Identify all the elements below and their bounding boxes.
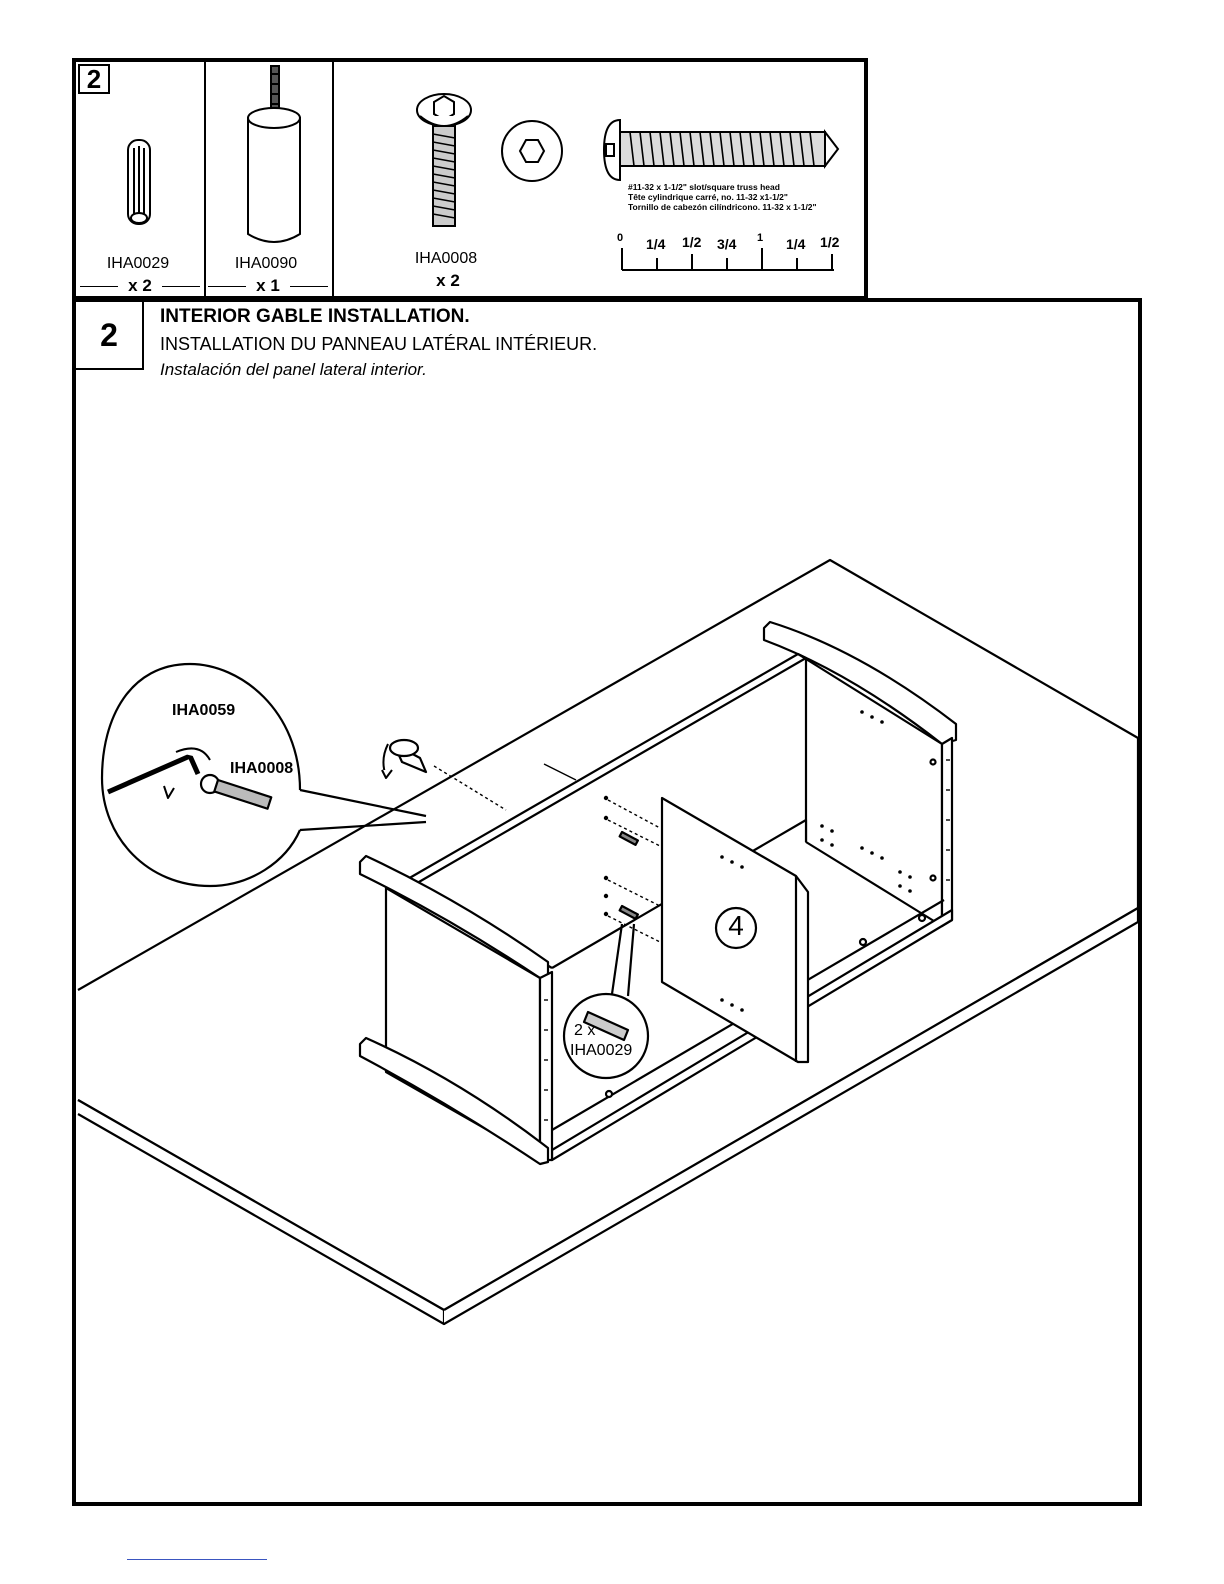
ruler-tick-label: 1/2 <box>820 234 840 250</box>
hex-head-icon <box>501 120 563 182</box>
ruler-icon <box>621 248 834 271</box>
dowel-icon <box>127 139 151 225</box>
part-code-iha0090: IHA0090 <box>234 255 298 272</box>
hardware-divider <box>204 62 206 296</box>
qty-rule <box>80 286 118 287</box>
dowel-qty-label: 2 x <box>574 1022 596 1039</box>
ruler-zero-label: 0 <box>617 232 624 244</box>
leg-insert-icon <box>381 738 428 779</box>
ruler-tick-label: 1/4 <box>646 236 666 252</box>
left-gable <box>358 854 554 1166</box>
fastener-guides <box>433 763 661 943</box>
magnifier-callout <box>100 662 427 888</box>
truss-head-line-fr: Tête cylindrique carré, no. 11-32 x1-1/2… <box>628 192 788 202</box>
panel-number-circle <box>714 906 758 950</box>
callout-screw-label: IHA0008 <box>230 760 294 777</box>
part-code-iha0008: IHA0008 <box>414 250 478 267</box>
dowel-callout <box>562 923 650 1080</box>
qty-rule <box>162 286 200 287</box>
truss-head-line-es: Tornillo de cabezón cilíndricono. 11-32 … <box>628 202 817 212</box>
right-gable <box>762 620 958 928</box>
qty-rule <box>290 286 328 287</box>
part-code-iha0029: IHA0029 <box>106 255 170 272</box>
dowel-code-label: IHA0029 <box>570 1042 633 1059</box>
truss-head-description: #11-32 x 1-1/2" slot/square truss head T… <box>628 182 817 212</box>
hardware-step-tag: 2 <box>78 64 110 94</box>
ruler-tick-label: 1 <box>757 232 764 244</box>
step-title-en: INTERIOR GABLE INSTALLATION. <box>160 306 470 327</box>
ruler-tick-label: 1/4 <box>786 236 806 252</box>
hardware-divider <box>332 62 334 296</box>
part-qty-iha0029: x 2 <box>128 276 152 295</box>
dowel-pair-icon <box>618 830 639 920</box>
step-title-fr: INSTALLATION DU PANNEAU LATÉRAL INTÉRIEU… <box>160 334 598 354</box>
part-qty-iha0008: x 2 <box>436 271 460 290</box>
step-title-es: Instalación del panel lateral interior. <box>160 360 427 379</box>
ruler-tick-label: 1/2 <box>682 234 702 250</box>
panel-number: 4 <box>728 910 744 941</box>
page-footer-rule <box>127 1559 267 1560</box>
ruler-tick-label: 3/4 <box>717 236 737 252</box>
leg-icon <box>247 65 301 243</box>
work-surface <box>77 558 1140 1326</box>
cam-hole-dots <box>603 710 912 1012</box>
step-number: 2 <box>76 302 144 370</box>
truss-head-line-en: #11-32 x 1-1/2" slot/square truss head <box>628 182 780 192</box>
callout-tool-label: IHA0059 <box>172 702 236 719</box>
step-panel <box>72 298 1142 1506</box>
part-qty-iha0090: x 1 <box>256 276 280 295</box>
qty-rule <box>208 286 246 287</box>
bolt-icon <box>416 93 472 227</box>
truss-screw-icon <box>602 118 840 182</box>
